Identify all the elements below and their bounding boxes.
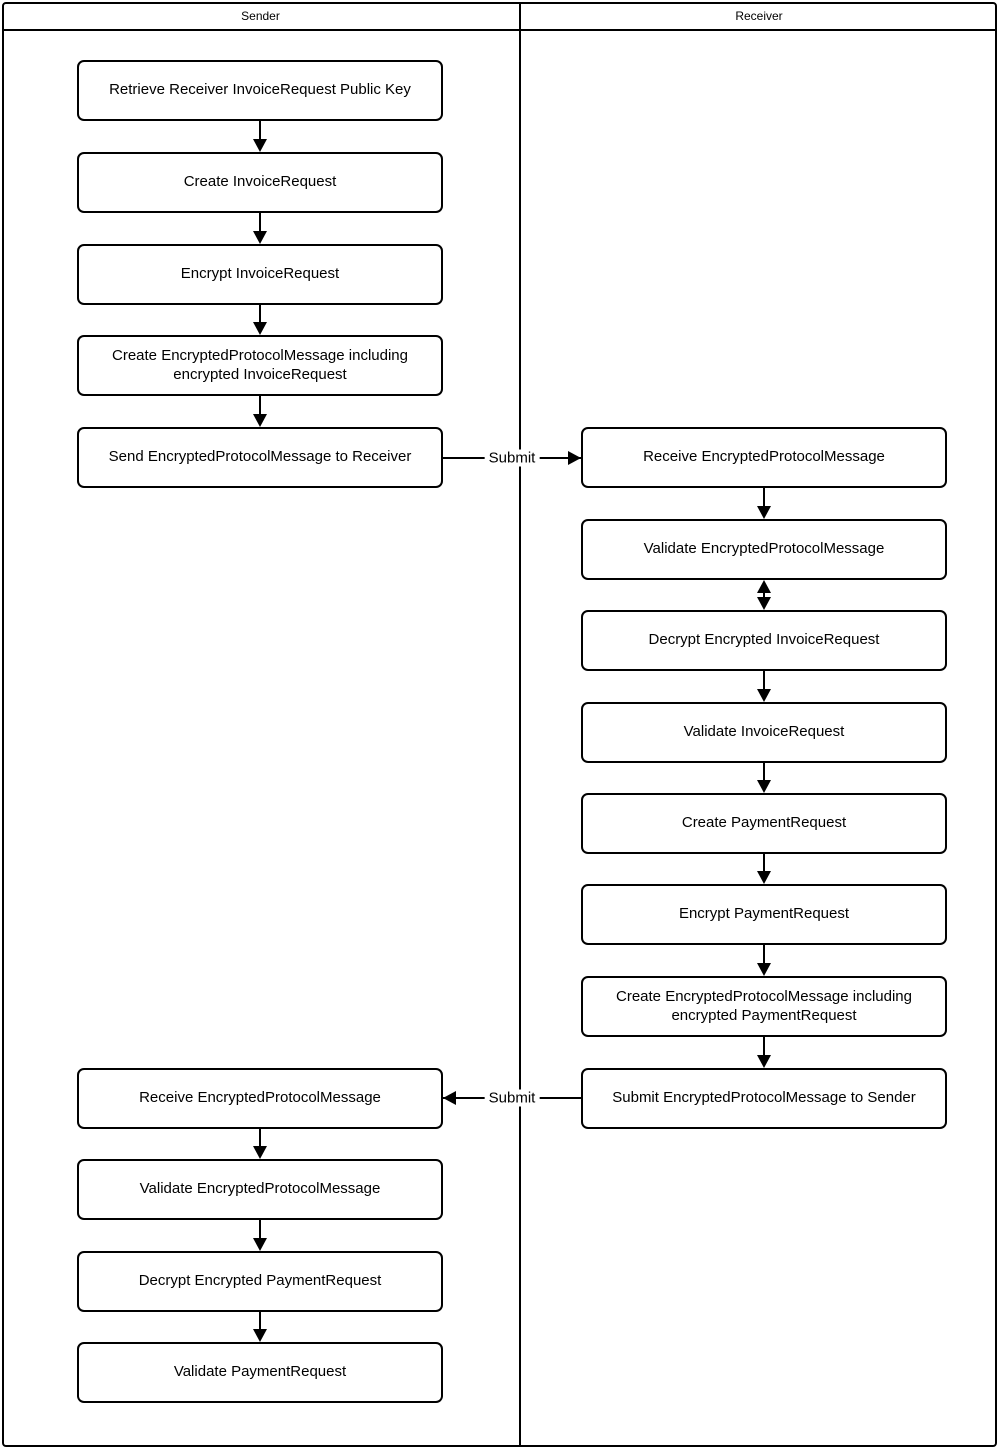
arrowhead-down-icon: [757, 506, 771, 519]
arrowhead-down-icon: [253, 231, 267, 244]
arrow-sender-1-2: [253, 121, 267, 152]
arrowhead-down-icon: [253, 322, 267, 335]
arrow-receiver-3-4: [757, 671, 771, 702]
lane-divider: [519, 2, 521, 1447]
lane-header-receiver-label: Receiver: [735, 8, 783, 23]
lane-header-sender: Sender: [2, 2, 519, 29]
arrowhead-down-icon: [253, 1329, 267, 1342]
arrowhead-up-icon: [757, 580, 771, 593]
lane-header-sender-label: Sender: [241, 8, 280, 23]
node-submit-encryptedprotocolmessage-to-sender: Submit EncryptedProtocolMessage to Sende…: [581, 1068, 947, 1129]
node-validate-invoicerequest: Validate InvoiceRequest: [581, 702, 947, 763]
edge-label-submit: Submit: [484, 1089, 540, 1107]
arrow-receiver-6-7: [757, 945, 771, 976]
node-create-encryptedprotocolmessage-invoicerequest: Create EncryptedProtocolMessage includin…: [77, 335, 443, 396]
node-create-invoicerequest: Create InvoiceRequest: [77, 152, 443, 213]
arrow-sender-4-5: [253, 396, 267, 427]
arrowhead-down-icon: [757, 1055, 771, 1068]
arrowhead-down-icon: [757, 689, 771, 702]
node-decrypt-encrypted-paymentrequest: Decrypt Encrypted PaymentRequest: [77, 1251, 443, 1312]
arrow-line: [763, 763, 765, 781]
arrow-line: [259, 121, 261, 140]
arrow-submit-receiver-to-sender: Submit: [443, 1089, 581, 1107]
arrow-line: [763, 671, 765, 690]
header-separator: [2, 29, 997, 31]
arrow-receiver-2-3-bidirectional: [757, 580, 771, 610]
node-sender-receive-encryptedprotocolmessage: Receive EncryptedProtocolMessage: [77, 1068, 443, 1129]
lane-header-receiver: Receiver: [521, 2, 997, 29]
node-send-encryptedprotocolmessage-to-receiver: Send EncryptedProtocolMessage to Receive…: [77, 427, 443, 488]
arrow-line: [763, 854, 765, 872]
node-receiver-receive-encryptedprotocolmessage: Receive EncryptedProtocolMessage: [581, 427, 947, 488]
arrow-sender-2-3: [253, 213, 267, 244]
arrowhead-down-icon: [253, 1146, 267, 1159]
arrow-sender-6-7: [253, 1129, 267, 1159]
node-receiver-validate-encryptedprotocolmessage: Validate EncryptedProtocolMessage: [581, 519, 947, 580]
arrow-line: [763, 591, 765, 599]
arrow-receiver-1-2: [757, 488, 771, 519]
arrow-sender-7-8: [253, 1220, 267, 1251]
node-encrypt-invoicerequest: Encrypt InvoiceRequest: [77, 244, 443, 305]
arrow-submit-sender-to-receiver: Submit: [443, 449, 581, 467]
arrow-line: [763, 488, 765, 507]
arrow-line: [259, 1220, 261, 1239]
arrowhead-down-icon: [757, 780, 771, 793]
arrow-line: [259, 305, 261, 323]
arrow-sender-3-4: [253, 305, 267, 335]
arrowhead-down-icon: [253, 1238, 267, 1251]
node-sender-validate-encryptedprotocolmessage: Validate EncryptedProtocolMessage: [77, 1159, 443, 1220]
arrow-receiver-7-8: [757, 1037, 771, 1068]
node-create-paymentrequest: Create PaymentRequest: [581, 793, 947, 854]
arrowhead-down-icon: [253, 139, 267, 152]
arrowhead-left-icon: [443, 1091, 456, 1105]
arrowhead-right-icon: [568, 451, 581, 465]
arrow-line: [763, 945, 765, 964]
arrowhead-down-icon: [757, 597, 771, 610]
arrow-receiver-5-6: [757, 854, 771, 884]
edge-label-submit: Submit: [484, 449, 540, 467]
arrow-line: [259, 213, 261, 232]
arrow-line: [259, 1312, 261, 1330]
arrow-receiver-4-5: [757, 763, 771, 793]
arrow-sender-8-9: [253, 1312, 267, 1342]
node-create-encryptedprotocolmessage-paymentrequest: Create EncryptedProtocolMessage includin…: [581, 976, 947, 1037]
node-validate-paymentrequest: Validate PaymentRequest: [77, 1342, 443, 1403]
arrow-line: [259, 1129, 261, 1147]
node-decrypt-encrypted-invoicerequest: Decrypt Encrypted InvoiceRequest: [581, 610, 947, 671]
arrow-line: [763, 1037, 765, 1056]
arrowhead-down-icon: [757, 963, 771, 976]
arrowhead-down-icon: [253, 414, 267, 427]
node-retrieve-receiver-invoicerequest-public-key: Retrieve Receiver InvoiceRequest Public …: [77, 60, 443, 121]
arrowhead-down-icon: [757, 871, 771, 884]
node-encrypt-paymentrequest: Encrypt PaymentRequest: [581, 884, 947, 945]
arrow-line: [259, 396, 261, 415]
